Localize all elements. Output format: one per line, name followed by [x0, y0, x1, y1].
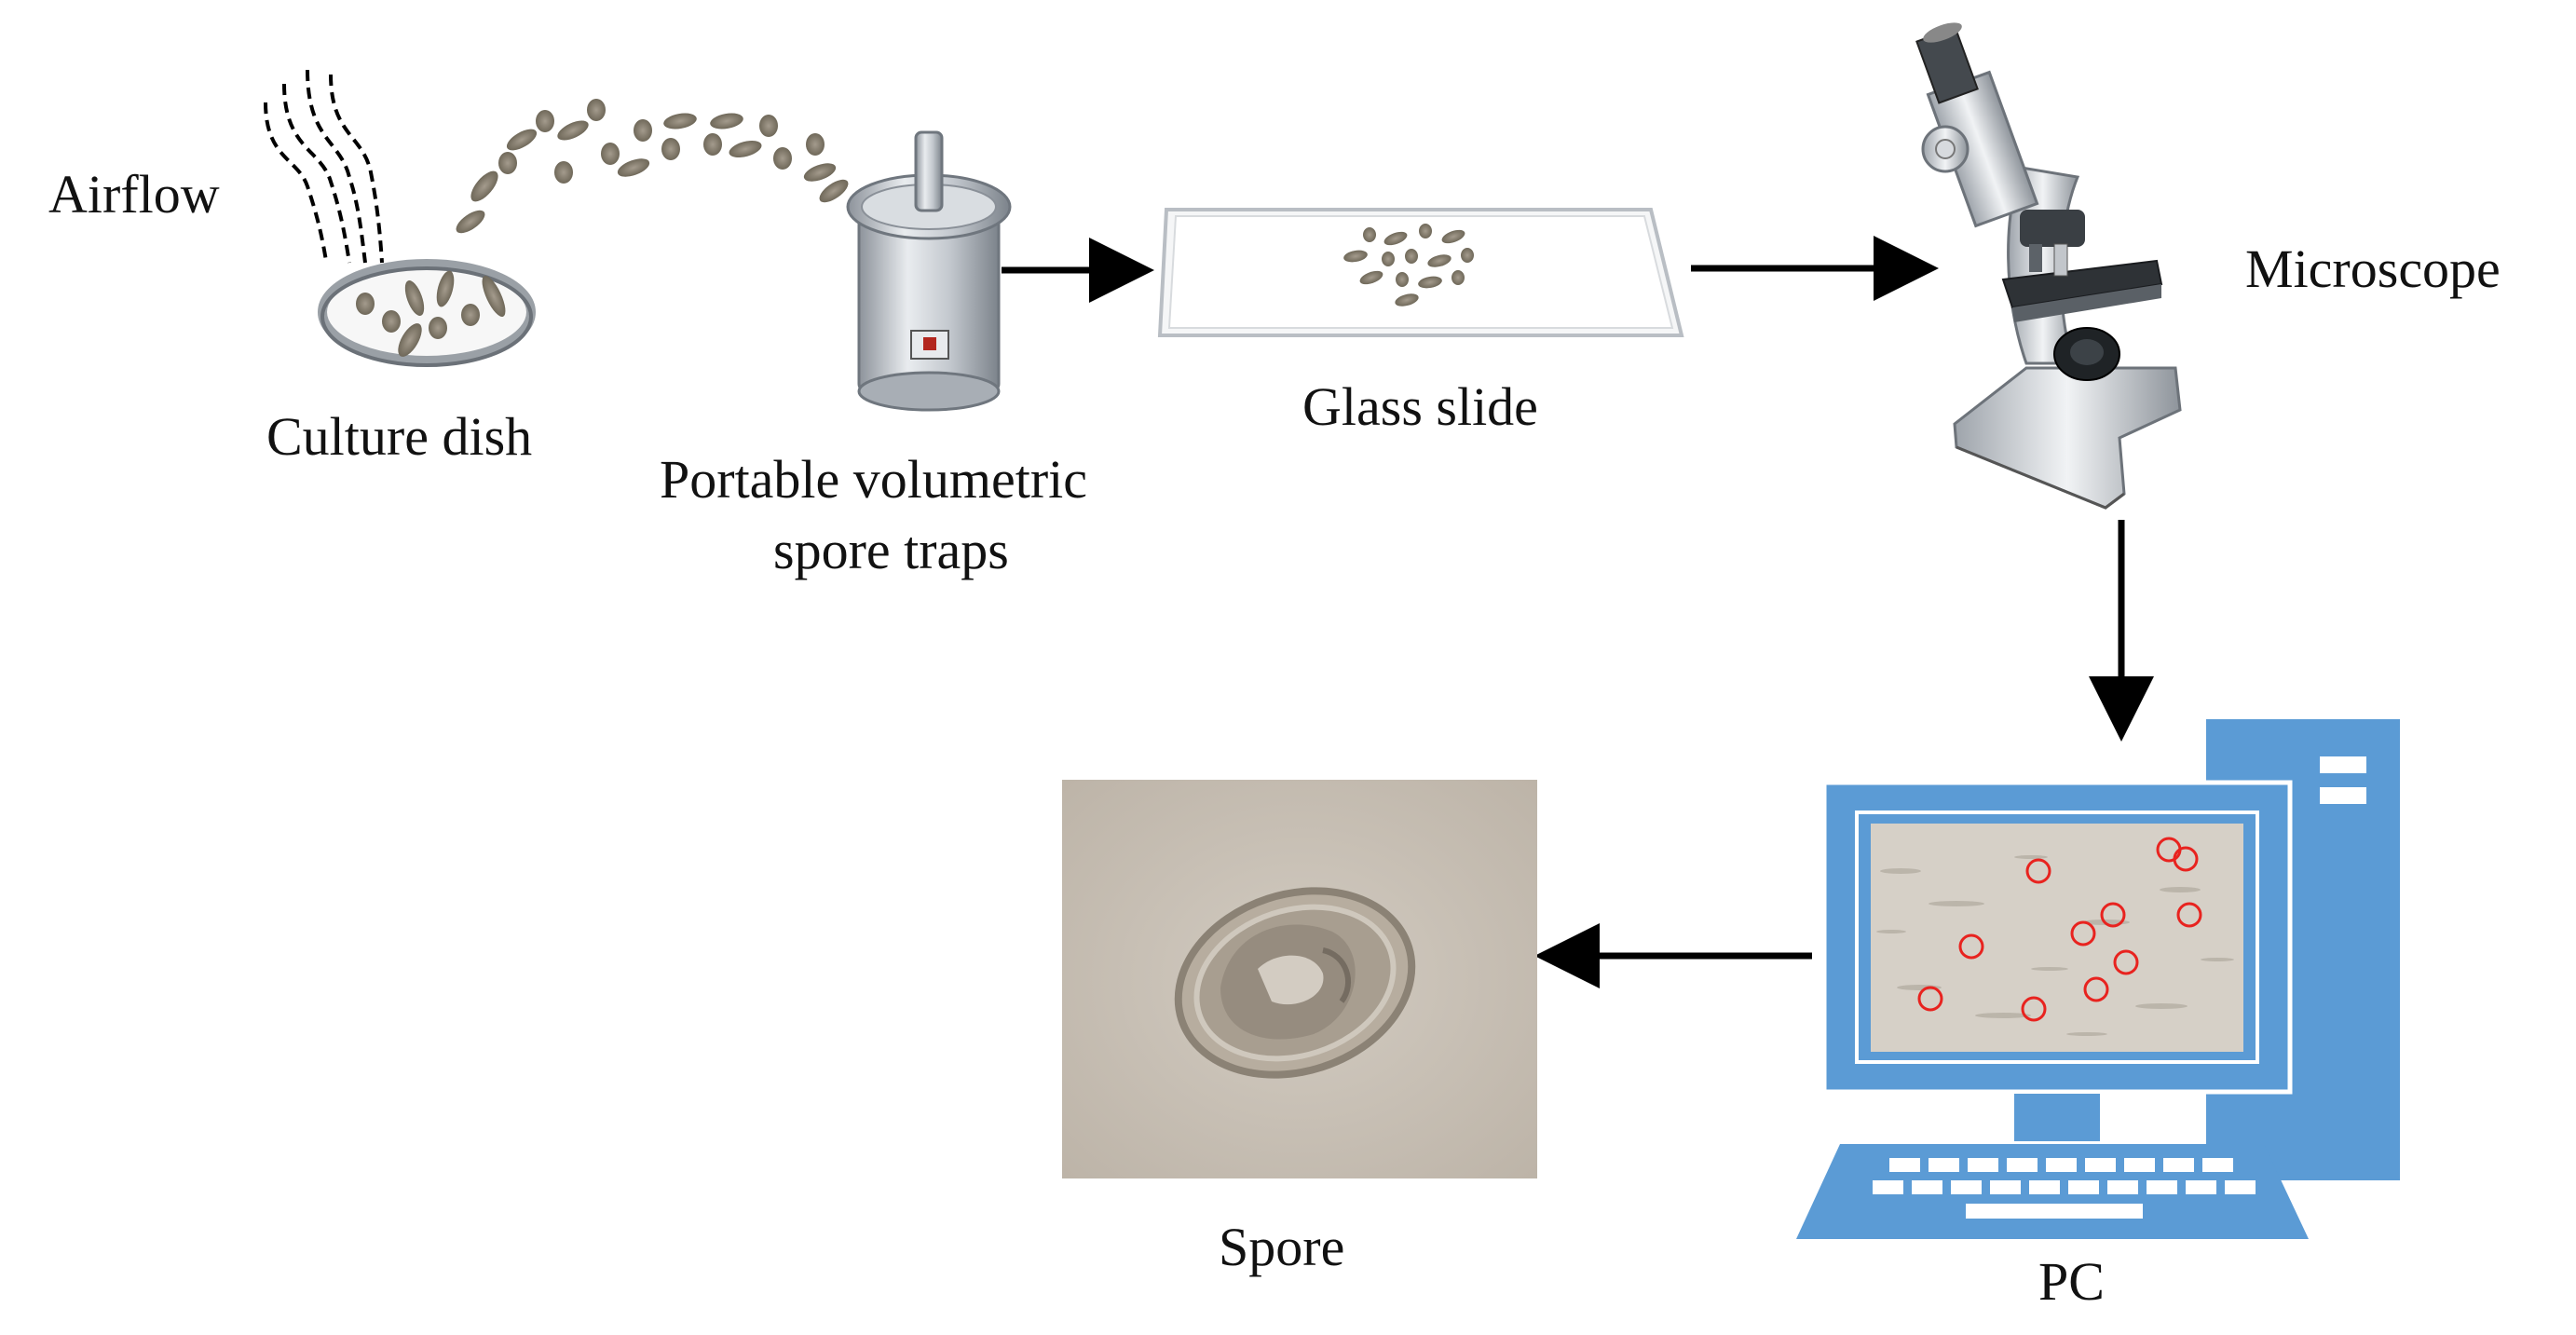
spore-trap-label-line2: spore traps — [773, 520, 1009, 580]
spore-trap-icon — [846, 130, 1012, 412]
airflow-label: Airflow — [48, 164, 220, 225]
spore-stream — [456, 99, 849, 234]
spore-trap-label-line1: Portable volumetric — [660, 449, 1087, 510]
culture-dish-icon — [318, 259, 536, 367]
microscope-label: Microscope — [2245, 238, 2501, 299]
culture-dish-label: Culture dish — [266, 406, 532, 467]
airflow-icon — [264, 69, 384, 264]
glass-slide-icon — [1157, 208, 1684, 337]
spore-label: Spore — [1219, 1217, 1344, 1277]
glass-slide-label: Glass slide — [1302, 376, 1538, 437]
spore-photo — [1062, 780, 1537, 1178]
microscope-icon — [1915, 22, 2182, 510]
pc-label: PC — [2038, 1251, 2105, 1312]
screen-micrograph — [1871, 824, 2243, 1052]
